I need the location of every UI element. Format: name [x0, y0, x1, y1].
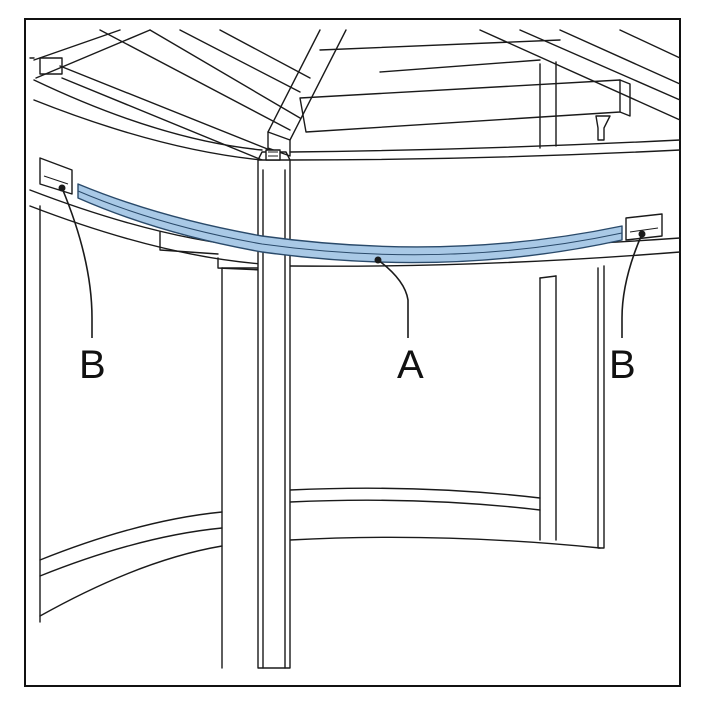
bracket-b-right: [625, 213, 663, 241]
callout-label-a: A: [397, 343, 424, 387]
right-curved-wall: [289, 265, 605, 549]
callout-label-b-right: B: [609, 343, 636, 387]
canopy-structure: [29, 29, 681, 161]
leader-a: [374, 256, 409, 338]
leader-b-left: [58, 184, 93, 338]
bracket-b-left: [39, 157, 73, 195]
ceiling-ring: [33, 79, 681, 161]
highlighted-seal-strip-a: [77, 183, 623, 264]
leader-b-right: [621, 230, 646, 338]
callout-label-b-left: B: [79, 343, 106, 387]
left-curved-wall: [39, 205, 259, 669]
figure-frame: [24, 18, 681, 687]
center-post: [257, 149, 291, 669]
strip-a-center-line: [77, 190, 623, 256]
